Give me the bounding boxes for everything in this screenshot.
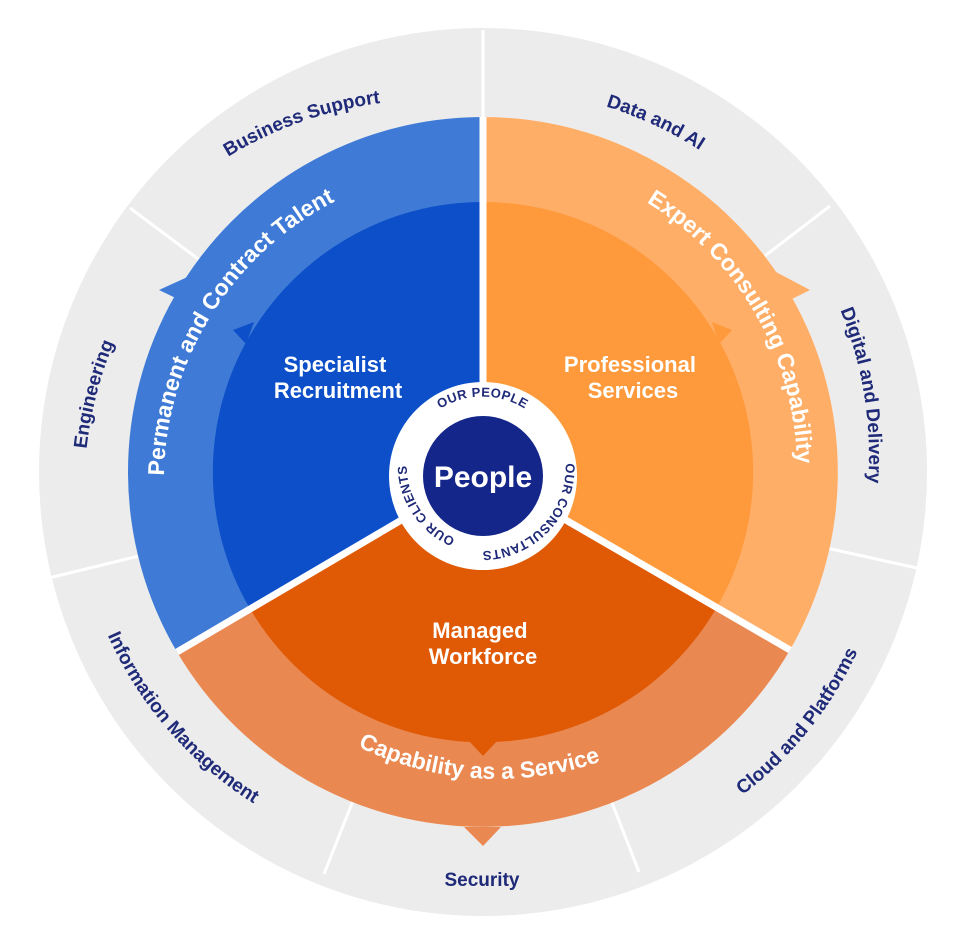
sector-label-specialist-line2: Recruitment: [274, 378, 403, 403]
sector-label-professional-services: Professional Services: [564, 352, 702, 403]
blue-ring-pointer: [159, 274, 194, 302]
outer-segment-security: Security: [445, 870, 520, 891]
sector-label-managed-workforce: Managed Workforce: [429, 618, 537, 669]
sector-label-specialist-line1: Specialist: [284, 352, 387, 377]
hub-center-label: People: [434, 461, 532, 494]
dark-orange-ring-pointer: [464, 827, 501, 846]
blue-sector-pointer: [233, 322, 254, 344]
hub-center-circle: [423, 416, 543, 536]
orange-ring-pointer: [776, 272, 810, 303]
sector-label-professional-line1: Professional: [564, 352, 696, 377]
sector-label-managed-line2: Workforce: [429, 644, 537, 669]
sector-label-professional-line2: Services: [588, 378, 679, 403]
sector-label-specialist-recruitment: Specialist Recruitment: [274, 352, 403, 403]
center-hub: People OUR PEOPLE OUR CONSULTANTS OUR CL…: [389, 382, 577, 570]
dark-orange-sector-pointer: [468, 740, 498, 756]
sector-label-managed-line1: Managed: [432, 618, 527, 643]
orange-sector-pointer: [712, 322, 732, 344]
sector-labels: Specialist Recruitment Professional Serv…: [274, 352, 702, 669]
